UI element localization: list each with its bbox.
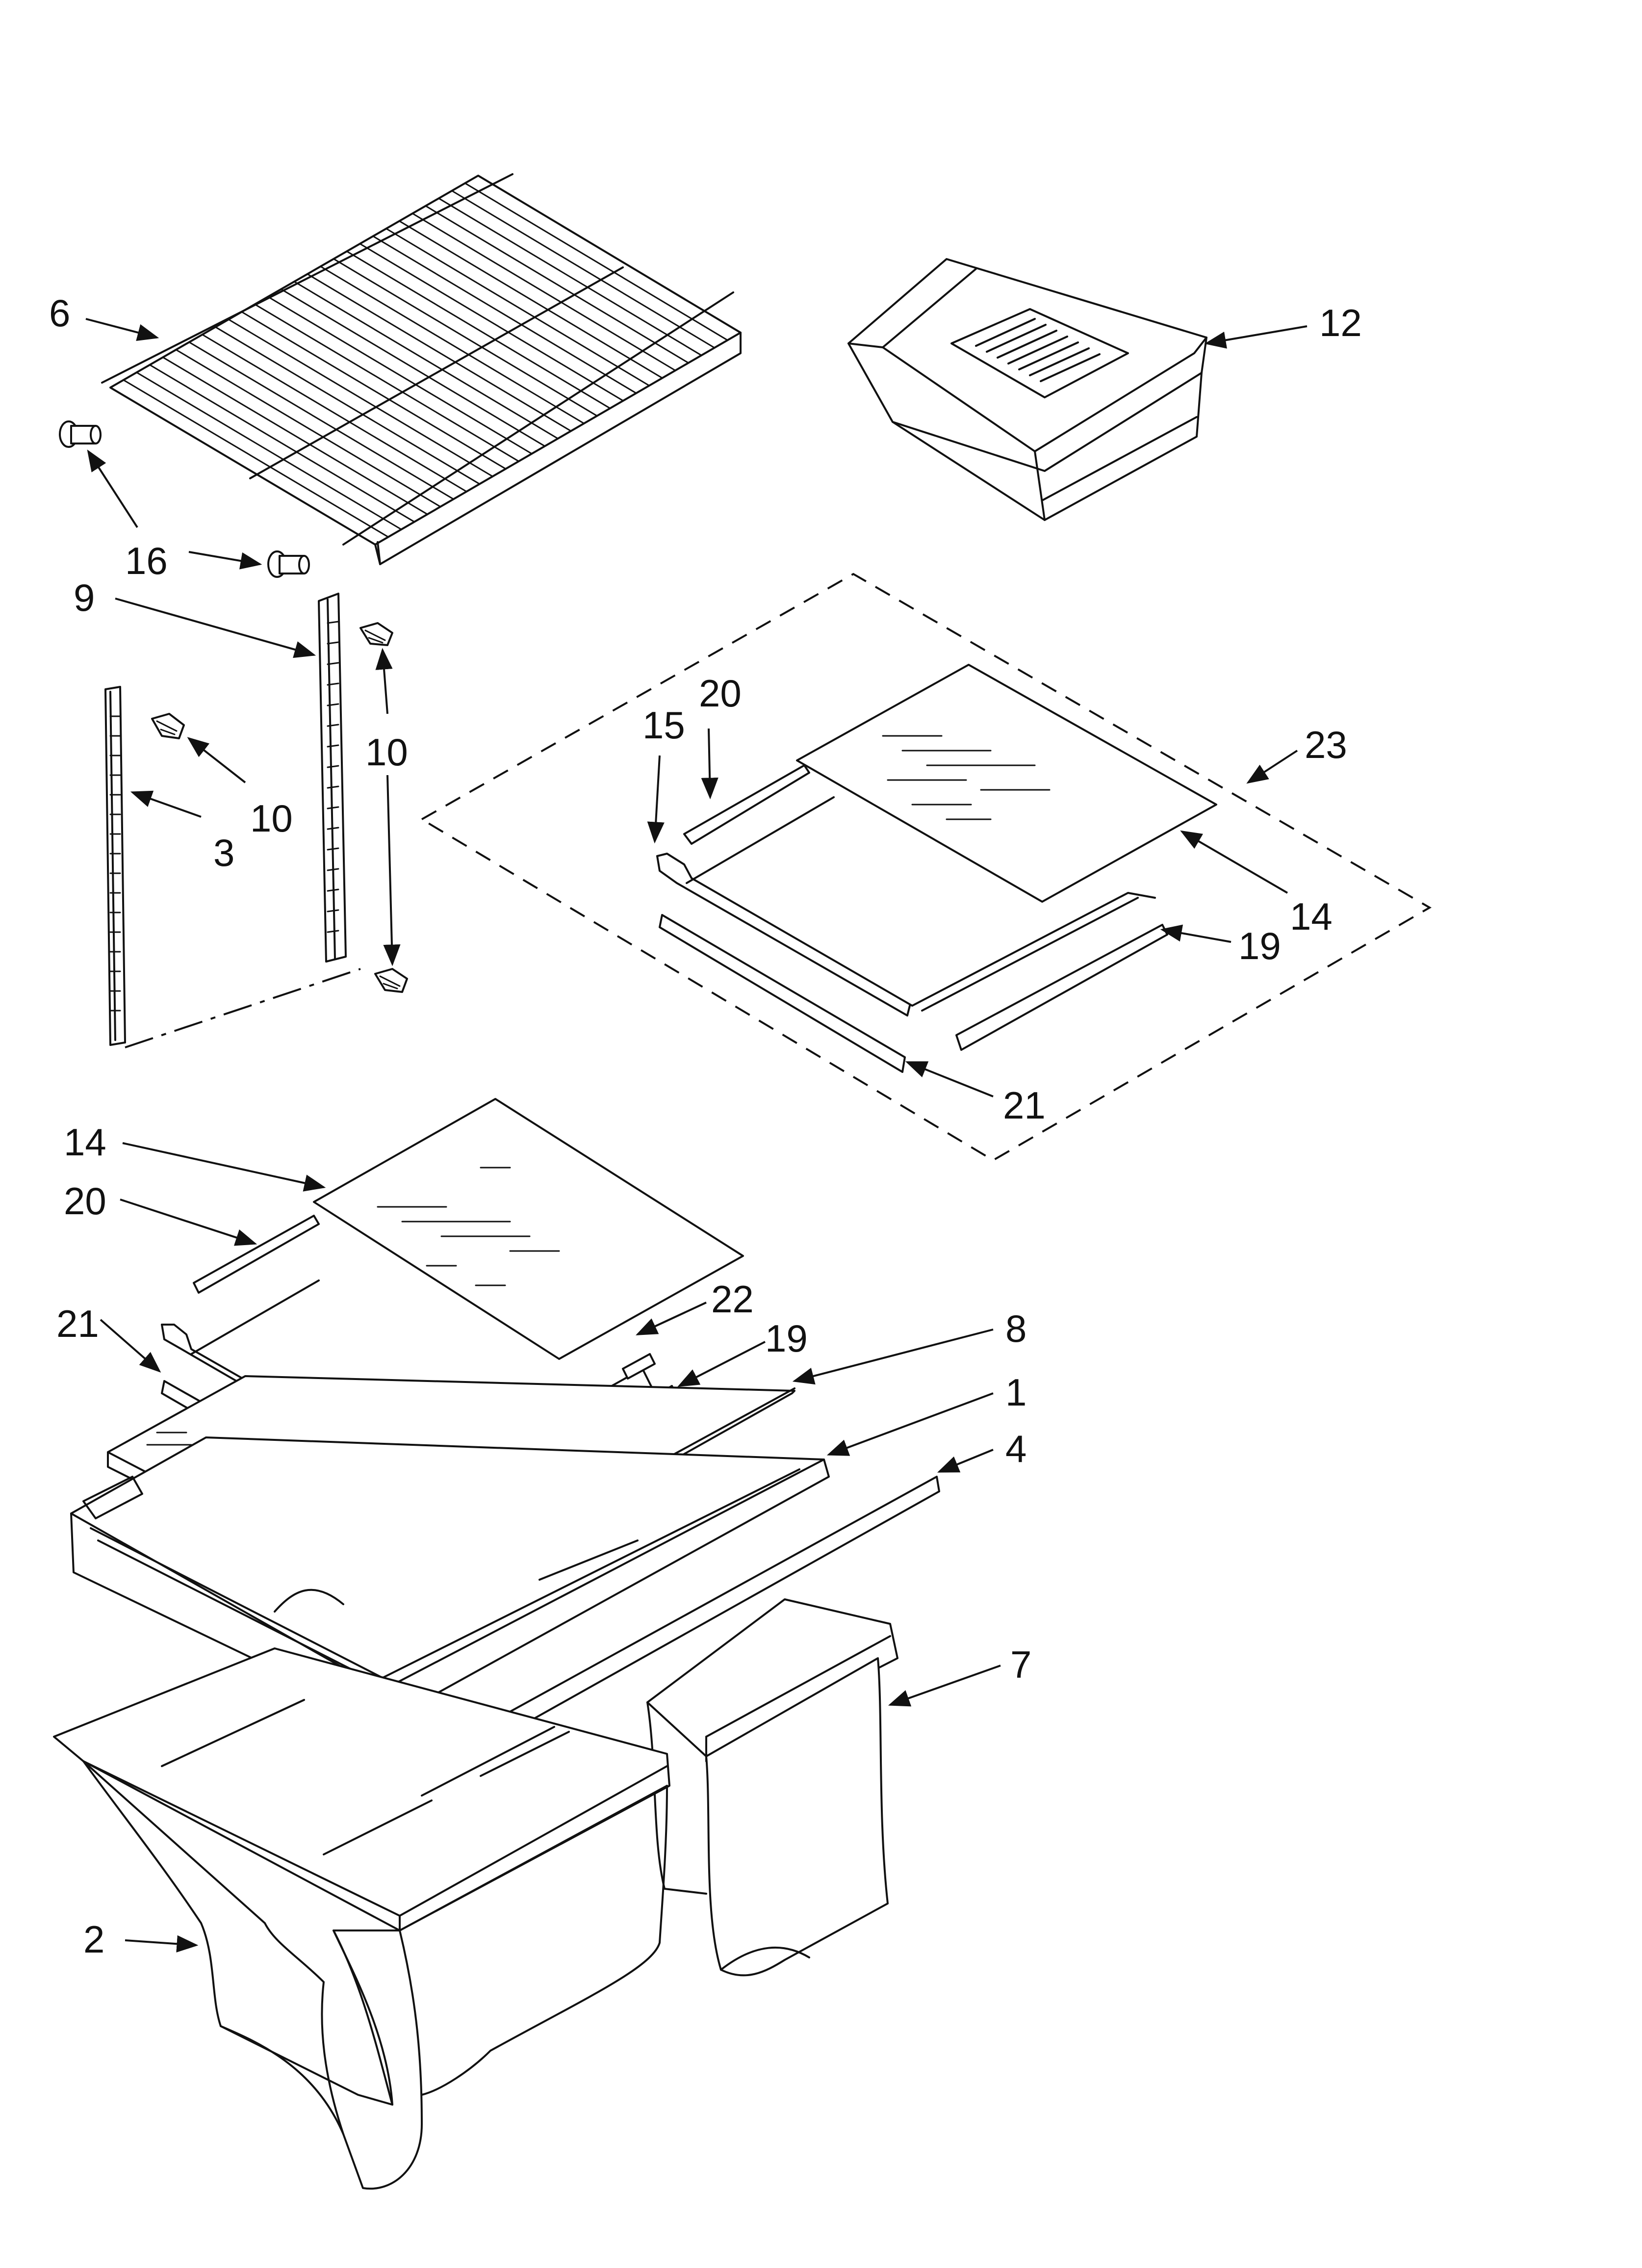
shelf-support-right	[267, 550, 310, 578]
glass-shelf-upper	[796, 664, 1217, 903]
callout-21b: 21	[56, 1302, 99, 1345]
deli-drawer	[847, 258, 1207, 521]
leader-19a	[1160, 924, 1232, 943]
callout-6: 6	[49, 291, 70, 335]
leader-6	[85, 318, 159, 341]
leader-21b	[100, 1319, 161, 1373]
callout-8: 8	[1005, 1307, 1026, 1350]
leader-10a	[375, 648, 393, 714]
leader-16a	[87, 449, 138, 528]
screw-left	[151, 713, 185, 739]
callout-labels: 6 16 9 10 10 3 12 20 15 23 14 19 21 14 2…	[49, 291, 1362, 1961]
callout-7: 7	[1010, 1643, 1031, 1686]
trim-strip-21	[659, 914, 906, 1073]
rail-alignment-line	[125, 968, 361, 1048]
leader-7	[888, 1665, 1001, 1707]
trim-22	[622, 1353, 656, 1380]
wire-shelf	[101, 173, 742, 565]
leader-22	[636, 1302, 707, 1335]
callout-19b: 19	[765, 1317, 808, 1360]
leader-14b	[122, 1142, 326, 1192]
glass-shelf-lower	[313, 1098, 744, 1360]
callout-12: 12	[1319, 301, 1362, 344]
leader-20b	[120, 1199, 257, 1246]
shelf-assembly-outline	[420, 573, 1432, 1162]
leader-2	[125, 1935, 199, 1953]
callout-14b: 14	[64, 1121, 106, 1164]
shelf-rail-left	[104, 686, 126, 1046]
callout-16: 16	[125, 539, 168, 582]
leader-21a	[905, 1061, 994, 1097]
leader-14a	[1180, 830, 1288, 894]
leader-15	[647, 755, 665, 844]
leader-8	[792, 1329, 994, 1385]
screw-upper-right	[359, 622, 393, 646]
shelf-rail-right	[318, 593, 347, 963]
leader-9	[115, 598, 316, 658]
leader-19b	[677, 1341, 766, 1387]
trim-strip-20b	[193, 1215, 320, 1294]
callout-20a: 20	[699, 672, 742, 715]
leader-10c	[187, 737, 246, 783]
leader-20a	[701, 728, 718, 800]
crisper-drawer-left	[53, 1647, 670, 2190]
crisper-drawer-right	[646, 1598, 898, 1977]
callout-3: 3	[213, 831, 234, 874]
callout-1: 1	[1005, 1371, 1026, 1414]
trim-strip-19	[955, 924, 1168, 1051]
callout-19a: 19	[1238, 924, 1281, 967]
callout-22: 22	[711, 1277, 754, 1321]
screw-lower-right	[374, 968, 408, 993]
callout-20b: 20	[64, 1179, 106, 1223]
leader-lines	[85, 318, 1308, 1953]
callout-14a: 14	[1290, 895, 1333, 938]
callout-10a: 10	[365, 730, 408, 774]
leader-16b	[188, 551, 262, 570]
leader-12	[1204, 325, 1308, 349]
leader-4	[937, 1449, 994, 1473]
leader-10b	[383, 775, 401, 966]
callout-9: 9	[74, 576, 95, 619]
callout-23: 23	[1305, 723, 1347, 766]
callout-10b: 10	[250, 797, 293, 840]
leader-3	[130, 790, 202, 818]
callout-4: 4	[1005, 1427, 1026, 1470]
callout-15: 15	[642, 704, 685, 747]
callout-21a: 21	[1003, 1084, 1046, 1127]
callout-2: 2	[83, 1918, 104, 1961]
trim-strip-20	[683, 764, 810, 845]
shelf-support-left	[59, 420, 102, 448]
leader-1	[826, 1392, 994, 1456]
shelf-frame-upper	[656, 764, 1168, 1073]
leader-23	[1246, 750, 1298, 784]
